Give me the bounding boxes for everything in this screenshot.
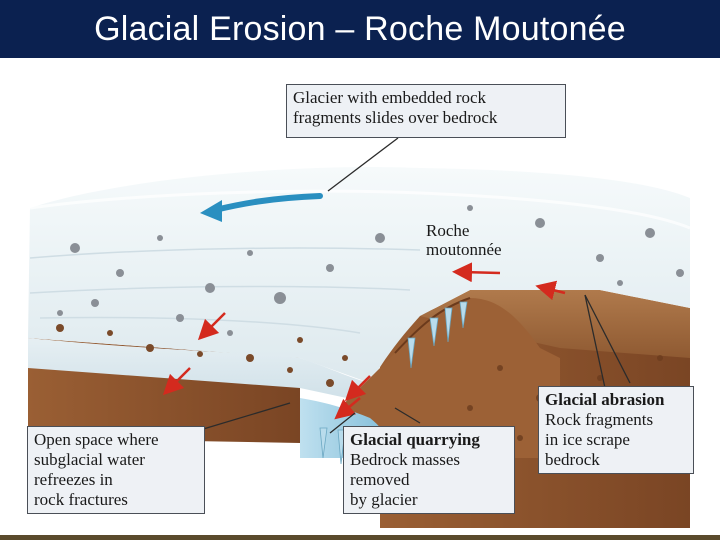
roche-moutonnee-label: Roche moutonnée <box>426 221 502 259</box>
quarrying-heading: Glacial quarrying <box>350 430 480 449</box>
abrasion-heading: Glacial abrasion <box>545 390 665 409</box>
ice-flow-arrow <box>200 193 323 222</box>
quarrying-line-1: Bedrock masses <box>350 450 461 469</box>
glacier-ice <box>28 167 691 403</box>
slide-title: Glacial Erosion – Roche Moutonée <box>94 9 626 48</box>
abrasion-line-1: Rock fragments <box>545 410 654 429</box>
glacier-diagram: Glacier with embedded rock fragments sli… <box>0 58 720 540</box>
quarrying-line-3: by glacier <box>350 490 418 509</box>
glacier-label: Glacier with embedded rock fragments sli… <box>286 84 566 138</box>
open-space-line-4: rock fractures <box>34 490 128 509</box>
motion-arrows <box>162 262 566 420</box>
title-bar: Glacial Erosion – Roche Moutonée <box>0 0 720 58</box>
leader-lines <box>199 137 631 434</box>
quarrying-line-2: removed <box>350 470 410 489</box>
glacial-quarrying-label: Glacial quarrying Bedrock masses removed… <box>343 426 515 514</box>
glacial-abrasion-label: Glacial abrasion Rock fragments in ice s… <box>538 386 694 474</box>
open-space-line-2: subglacial water <box>34 450 145 469</box>
abrasion-line-3: bedrock <box>545 450 600 469</box>
abrasion-line-2: in ice scrape <box>545 430 630 449</box>
open-space-line-3: refreezes in <box>34 470 113 489</box>
bottom-strip <box>0 535 720 540</box>
open-space-line-1: Open space where <box>34 430 159 449</box>
glacier-label-line-2: fragments slides over bedrock <box>293 108 498 127</box>
open-space-label: Open space where subglacial water refree… <box>27 426 205 514</box>
roche-label-line-1: Roche <box>426 221 470 240</box>
roche-label-line-2: moutonnée <box>426 240 502 259</box>
glacier-label-line-1: Glacier with embedded rock <box>293 88 487 107</box>
